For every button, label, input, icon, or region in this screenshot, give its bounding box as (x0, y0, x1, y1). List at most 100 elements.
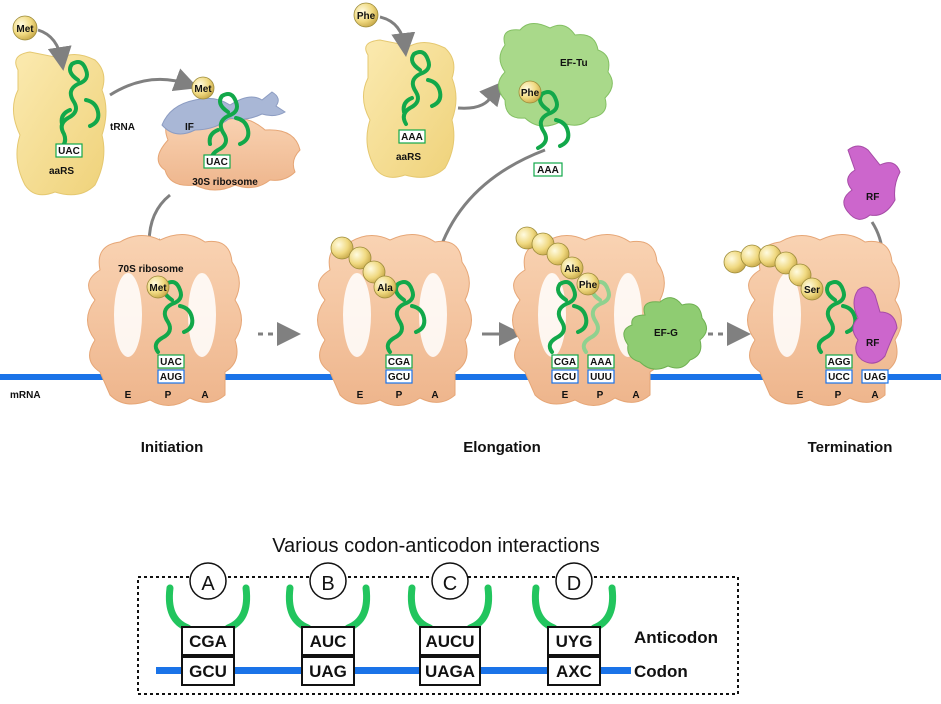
anticodon-box (547, 626, 601, 656)
anticodon-label: UAC (58, 146, 80, 157)
anticodon-box (419, 626, 481, 656)
interaction-letter: C (443, 573, 457, 595)
anticodon-label: UAC (206, 157, 228, 168)
interaction-letter-circle (309, 562, 347, 600)
peptide-bead (330, 236, 354, 260)
eftu-complex: EF-Tu AAA (498, 23, 613, 177)
trna-arm-shape (59, 98, 101, 128)
codon-text: GCU (189, 662, 227, 681)
e-site-label: E (562, 390, 569, 401)
p-site-label: P (396, 390, 403, 401)
phe-label: Phe (521, 88, 540, 99)
trna-shape (56, 60, 89, 152)
interaction-letter-circle (431, 562, 469, 600)
codon-label: UUU (590, 372, 612, 383)
stop-codon-box (861, 369, 889, 384)
efg-label: EF-G (654, 328, 678, 339)
ala-label: Ala (377, 283, 393, 294)
ribosome-channel (114, 273, 142, 357)
trna-shape (536, 90, 559, 150)
ribosome-channel (419, 273, 447, 357)
phe-bead (518, 80, 542, 104)
phe-bead (576, 272, 600, 296)
efg-shape (623, 297, 707, 370)
codon-box (547, 656, 601, 686)
trna-arm-shape (554, 118, 571, 148)
ribosome-termination: RF AGG UCC UAG E P A (747, 234, 902, 406)
codon-text: UAGA (425, 662, 475, 681)
aars-met-complex: UAC tRNA aaRS (13, 51, 135, 196)
codon-box (157, 369, 185, 384)
interaction-letter-circle (555, 562, 593, 600)
interactions-title: Various codon-anticodon interactions (272, 535, 600, 557)
peptide-bead (348, 246, 372, 270)
ser-label: Ser (804, 285, 820, 296)
arrow-met-to-aars (37, 28, 72, 71)
interaction-letter-circle (189, 562, 227, 600)
ribosome-30s-label: 30S ribosome (192, 177, 258, 188)
anticodon-box (398, 129, 426, 144)
ribosome-channel (188, 273, 216, 357)
ribosome-channel (773, 273, 801, 357)
a-site-label: A (871, 390, 878, 401)
anticodon-box (825, 354, 853, 369)
aars-label: aaRS (49, 166, 74, 177)
anticodon-label: AGG (828, 357, 851, 368)
phe-label: Phe (357, 11, 376, 22)
trna-arm-shape (572, 304, 589, 334)
met-bead (12, 15, 38, 41)
anticodon-box (301, 626, 355, 656)
ala-label: Ala (564, 264, 580, 275)
ribosome-channel (343, 273, 371, 357)
arrow-aars-to-30s (109, 68, 199, 97)
anticodon-box (587, 354, 615, 369)
codon-box (551, 369, 579, 384)
ribosome-elongation-1: CGA GCU E P A (317, 234, 472, 406)
anticodon-box (551, 354, 579, 369)
codon-text: UAG (309, 662, 347, 681)
phe-bead (353, 2, 379, 28)
ribosome-30s-complex: IF UAC 30S ribosome (157, 91, 301, 191)
trna-arm-shape (841, 304, 858, 334)
a-site-label: A (201, 390, 208, 401)
trna-arm-shape (401, 78, 443, 114)
met-label: Met (149, 283, 167, 294)
anticodon-box (157, 354, 185, 369)
anticodon-text: AUC (310, 632, 347, 651)
codon-box (825, 369, 853, 384)
arrow-aars-to-eftu (457, 81, 504, 110)
stop-codon-label: UAG (864, 372, 886, 383)
anticodon-label: AAA (401, 132, 423, 143)
stage-initiation-label: Initiation (141, 439, 204, 456)
anticodon-label: CGA (554, 357, 576, 368)
e-site-label: E (797, 390, 804, 401)
interaction-letter: B (321, 573, 334, 595)
codon-label: AUG (160, 372, 182, 383)
codon-label: GCU (388, 372, 410, 383)
anticodon-text: AUCU (425, 632, 474, 651)
trna-shape (547, 280, 577, 354)
ribosome-elongation-2: EF-G CGA GCU AAA UUU E P A (512, 234, 707, 406)
codon-label: GCU (554, 372, 576, 383)
rf-label: RF (866, 338, 879, 349)
interaction-letter: D (567, 573, 581, 595)
met-label: Met (194, 84, 212, 95)
met-label: Met (16, 24, 34, 35)
codon-line (156, 667, 631, 674)
a-site-label: A (632, 390, 639, 401)
peptide-bead (546, 242, 570, 266)
ribosome-initiation: 70S ribosome UAC AUG E P A (87, 234, 242, 406)
if-label: IF (185, 122, 194, 133)
met-bead (146, 275, 170, 299)
arrow-phe-to-aars (379, 15, 416, 57)
trna-arm-shape (207, 116, 251, 146)
rf-factor-shape (852, 286, 898, 364)
anticodon-text: CGA (189, 632, 227, 651)
rf-label: RF (866, 192, 879, 203)
anticodon-box (55, 143, 83, 158)
if-factor-shape (161, 91, 286, 135)
trna-shape (816, 280, 846, 354)
e-site-label: E (125, 390, 132, 401)
